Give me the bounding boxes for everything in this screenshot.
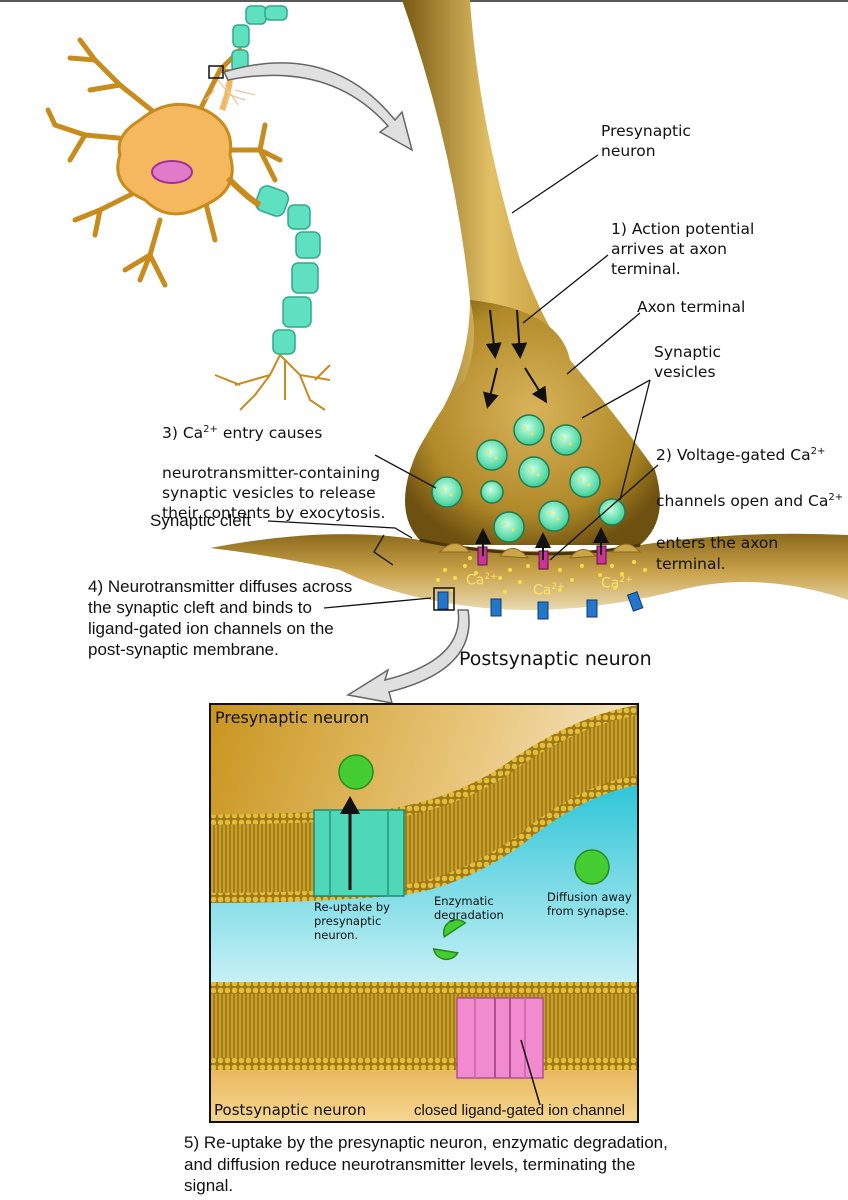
label-presynaptic-neuron: Presynaptic neuron <box>601 122 691 160</box>
caption-step5: 5) Re-uptake by the presynaptic neuron, … <box>184 1133 668 1195</box>
step2-line2: channels open and Ca <box>656 492 829 511</box>
zoom-box-cleft <box>433 587 455 611</box>
step3-rest: neurotransmitter-containing synaptic ves… <box>162 464 386 523</box>
ca-sup: 2+ <box>484 572 498 582</box>
step3-prefix: 3) Ca <box>162 424 204 443</box>
reuptake-transporter <box>313 796 405 897</box>
label-step3: 3) Ca2+ entry causes neurotransmitter-co… <box>162 400 385 523</box>
ca-text: Ca <box>533 582 552 599</box>
inset-panel <box>209 703 639 1123</box>
step2-line3: enters the axon terminal. <box>656 534 779 574</box>
label-synaptic-vesicles: Synaptic vesicles <box>654 343 722 381</box>
zoom-box-axon <box>208 65 224 79</box>
step3-line1: entry causes <box>217 424 323 443</box>
inset-label-enzymatic: Enzymatic degradation <box>434 894 504 922</box>
neurotransmitter-reuptake <box>338 754 374 790</box>
label-step4: 4) Neurotransmitter diffuses across the … <box>88 577 353 659</box>
label-synaptic-cleft: Synaptic cleft <box>150 511 252 530</box>
label-step2: 2) Voltage-gated Ca2+ channels open and … <box>656 420 848 575</box>
inset-label-closed-channel: closed ligand-gated ion channel <box>414 1102 625 1119</box>
nucleus <box>151 160 193 184</box>
ca-ion-label-1: Ca2+ <box>466 572 498 589</box>
synaptic-vesicles <box>431 414 626 543</box>
inset-label-postsynaptic: Postsynaptic neuron <box>214 1101 367 1119</box>
ca-ion-label-3: Ca2+ <box>601 575 633 592</box>
inset-label-diffusion: Diffusion away from synapse. <box>547 890 632 918</box>
closed-ligand-gated-channel <box>456 997 544 1106</box>
label-step1: 1) Action potential arrives at axon term… <box>611 220 755 278</box>
step3-sup: 2+ <box>203 424 218 435</box>
inset-label-reuptake: Re-uptake by presynaptic neuron. <box>314 900 390 942</box>
enzymatic-degradation-molecule <box>432 919 467 961</box>
ca-text: Ca <box>466 572 485 589</box>
zoom-arrow-inset <box>345 609 470 704</box>
ca-sup: 2+ <box>619 575 633 585</box>
leader-lines <box>267 154 659 609</box>
label-postsynaptic-neuron: Postsynaptic neuron <box>459 648 652 670</box>
label-axon-terminal: Axon terminal <box>637 298 746 316</box>
zoom-arrow <box>222 62 414 152</box>
inset-label-presynaptic: Presynaptic neuron <box>215 708 370 727</box>
ca-text: Ca <box>601 575 620 592</box>
step2-sup2: 2+ <box>828 492 844 504</box>
ligand-gated-channels <box>437 591 644 620</box>
ca-ion-label-2: Ca2+ <box>533 582 565 599</box>
neurotransmitter-molecules <box>436 556 647 594</box>
step2-sup1: 2+ <box>810 446 826 457</box>
neurotransmitter-diffusing <box>574 849 610 885</box>
neuron-illustration <box>45 5 331 411</box>
step2-line1: 2) Voltage-gated Ca <box>656 446 811 465</box>
ca-sup: 2+ <box>551 582 565 592</box>
